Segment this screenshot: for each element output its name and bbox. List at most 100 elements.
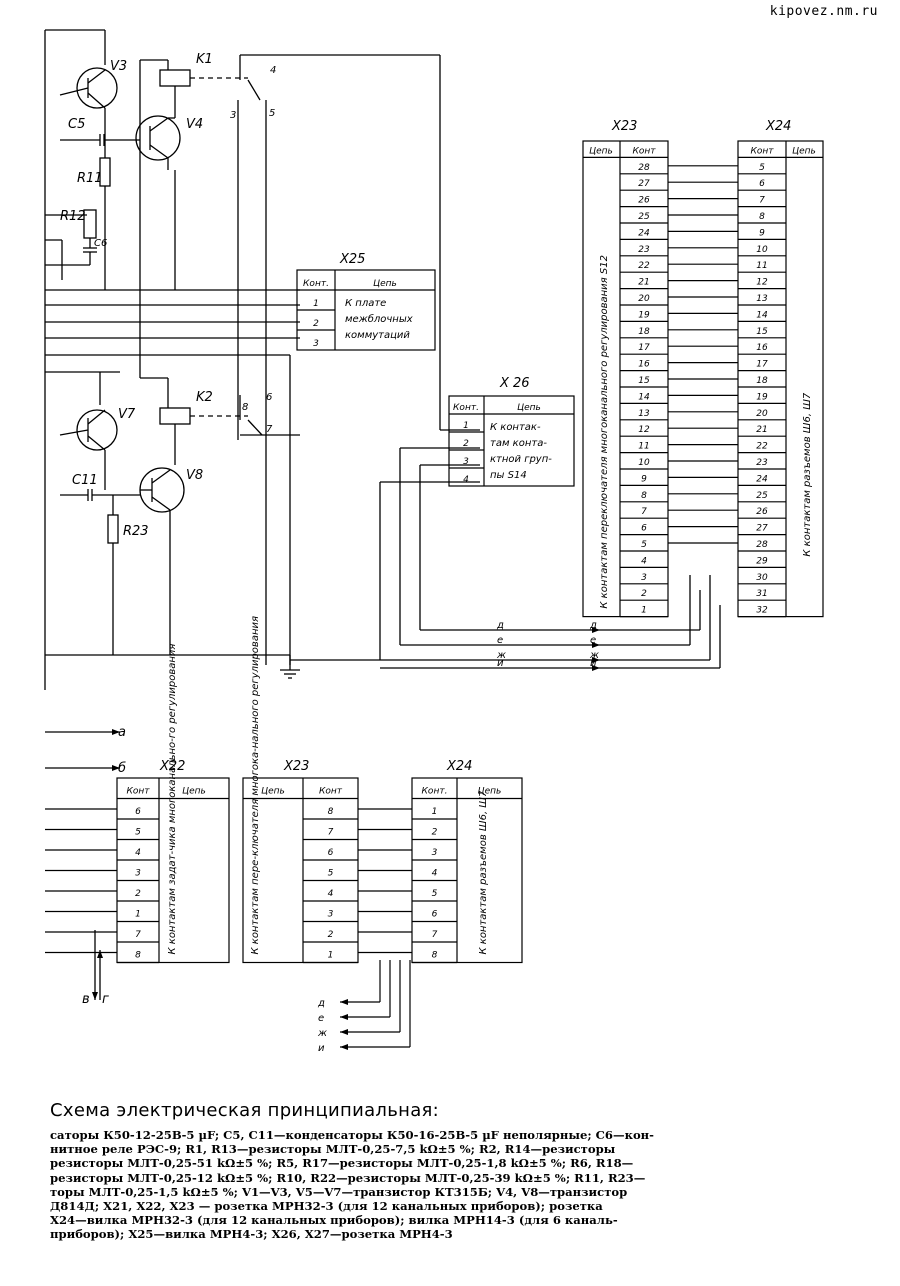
connector-pin: 8: [759, 212, 765, 222]
connector-pin: 19: [756, 392, 768, 402]
connector-title-x25: X25: [339, 252, 365, 267]
connector-pin: 12: [756, 278, 768, 288]
connector-pin: 13: [756, 294, 768, 304]
arrow-head: [592, 642, 600, 648]
connector-pin: 4: [135, 848, 141, 858]
connector-pin: 4: [432, 869, 438, 879]
connector-pin: 1: [641, 606, 647, 616]
connector-title-x22: X22: [159, 759, 185, 774]
component-label-c6: C6: [94, 238, 107, 249]
component-label-r23: R23: [123, 524, 149, 539]
connector-vertical-text: К контактам пере-ключателя многока-нальн…: [250, 616, 261, 955]
connector-pin: 4: [328, 889, 334, 899]
caption-line: торы МЛТ-0,25-1,5 kΩ±5 %; V1—V3, V5—V7—т…: [50, 1184, 628, 1199]
connector-pin: 22: [756, 442, 768, 452]
arrow-head: [592, 657, 600, 663]
connector-pin: 5: [328, 869, 334, 879]
connector-pin: 3: [432, 848, 438, 858]
relay-pin-label: 7: [266, 424, 273, 435]
caption-line: нитное реле РЭС-9; R1, R13—резисторы МЛТ…: [50, 1142, 616, 1157]
arrow-head: [340, 999, 348, 1005]
connector-pin: 2: [313, 319, 319, 329]
connector-header: Цепь: [517, 403, 541, 413]
connector-title-x24-bottom: X24: [446, 759, 472, 774]
connector-pin: 3: [463, 457, 469, 467]
connector-pin: 31: [756, 589, 767, 599]
connector-pin: 4: [641, 556, 647, 566]
connector-header: Конт: [750, 146, 774, 156]
connector-pin: 21: [638, 278, 649, 288]
connector-vertical-text: К контактам разъемов Ш6, Ш7: [478, 790, 489, 954]
bus-label: д: [496, 620, 504, 631]
connector-pin: 1: [135, 910, 141, 920]
connector-header: Конт.: [422, 787, 448, 797]
watermark: kipovez.nm.ru: [769, 4, 878, 19]
connector-pin: 23: [756, 458, 768, 468]
component-label-k1: K1: [196, 52, 213, 67]
connector-pin: 20: [638, 294, 650, 304]
arrow-head: [340, 1044, 348, 1050]
connector-pin: 25: [638, 212, 650, 222]
connector-pin: 7: [135, 930, 141, 940]
connector-header: Конт: [632, 146, 656, 156]
connector-text: коммутаций: [345, 330, 410, 341]
connector-pin: 4: [463, 475, 469, 485]
caption-line: X24—вилка МРН32-3 (для 12 канальных приб…: [50, 1213, 618, 1228]
connector-pin: 2: [135, 889, 141, 899]
connector-pin: 3: [328, 910, 334, 920]
caption-line: резисторы МЛТ-0,25-12 kΩ±5 %; R10, R22—р…: [50, 1170, 646, 1185]
connector-pin: 2: [463, 439, 469, 449]
circuit-wires: [44, 29, 721, 1000]
signal-label-b: б: [118, 761, 126, 776]
arrow-head: [592, 627, 600, 633]
connector-pin: 7: [328, 828, 334, 838]
connector-pin: 27: [756, 524, 768, 534]
connector-pin: 11: [638, 442, 649, 452]
connector-title-x24: X24: [765, 119, 791, 134]
caption-line: саторы К50-12-25В-5 µF; C5, C11—конденса…: [50, 1128, 654, 1142]
connector-header: Цепь: [261, 787, 285, 797]
connector-text: ктной груп-: [490, 454, 552, 465]
connector-pin: 23: [638, 245, 650, 255]
connector-pin: 28: [756, 540, 768, 550]
connector-pin: 8: [328, 807, 334, 817]
connector-pin: 3: [135, 869, 141, 879]
connector-vertical-text: К контактам разъемов Ш6, Ш7: [802, 392, 813, 556]
bus-label: е: [497, 635, 503, 646]
component-label-v8: V8: [186, 468, 203, 483]
connector-pin: 3: [313, 339, 319, 349]
connector-pin: 24: [638, 228, 650, 238]
connector-text: пы S14: [490, 470, 527, 481]
connector-pin: 2: [328, 930, 334, 940]
component-label-v4: V4: [186, 117, 203, 132]
connector-pin: 30: [756, 573, 768, 583]
connector-pin: 9: [641, 474, 647, 484]
relay-pin-label: 8: [242, 402, 248, 413]
caption-title: Схема электрическая принципиальная:: [50, 1100, 440, 1121]
component-label-v3: V3: [110, 59, 127, 74]
connector-pin: 1: [463, 421, 469, 431]
arrow-head: [340, 1014, 348, 1020]
connector-pin: 29: [756, 556, 768, 566]
connector-pin: 14: [756, 310, 768, 320]
connector-pin: 28: [638, 163, 650, 173]
connector-title-x23: X23: [611, 119, 637, 134]
connector-header: Цепь: [792, 146, 816, 156]
connector-title-x26: X 26: [499, 376, 530, 391]
connector-pin: 17: [756, 360, 768, 370]
connector-header: Цепь: [589, 146, 613, 156]
connector-pin: 24: [756, 474, 768, 484]
arrow-head: [592, 665, 600, 671]
component-label-v7: V7: [118, 407, 136, 422]
connector-title-x23-bottom: X23: [283, 759, 309, 774]
connector-pin: 26: [756, 507, 768, 517]
relay-pin-label: 4: [270, 65, 276, 76]
connector-pin: 5: [432, 889, 438, 899]
component-label-c11: C11: [72, 473, 98, 488]
component-label-k2: K2: [196, 390, 213, 405]
connector-header: Цепь: [182, 787, 206, 797]
bus-label: ж: [496, 650, 506, 661]
connector-pin: 7: [641, 507, 647, 517]
connector-pin: 14: [638, 392, 650, 402]
caption-text: саторы К50-12-25В-5 µF; C5, C11—конденса…: [50, 1128, 870, 1242]
